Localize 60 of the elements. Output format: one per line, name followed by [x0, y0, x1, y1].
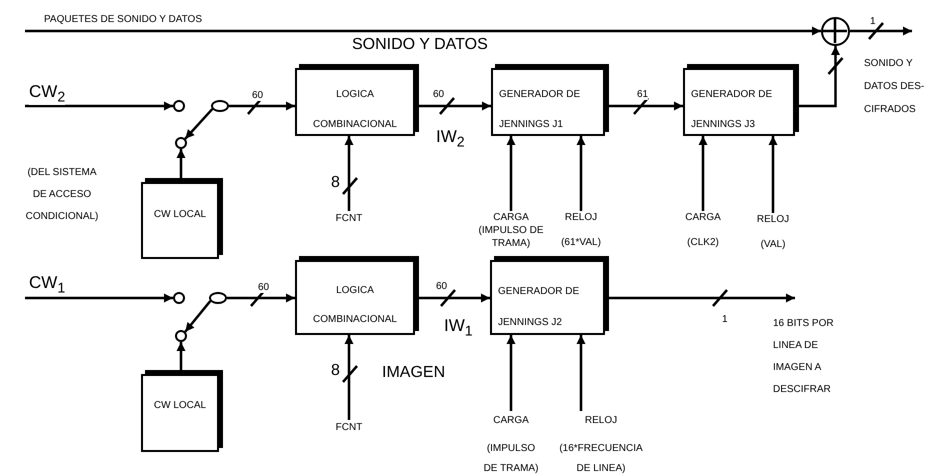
arrow: [229, 102, 295, 110]
switch-contact: [175, 137, 187, 149]
arrow: [25, 294, 173, 302]
xor-symbol: [821, 17, 850, 46]
signal-label: CARGA: [492, 211, 530, 224]
signal-label: (IMPULSO DE TRAMA): [482, 442, 540, 475]
edge-label: 1: [722, 314, 728, 325]
block-label: LOGICA COMBINACIONAL: [312, 284, 398, 327]
signal-label: CARGA: [492, 414, 530, 428]
arrow: [576, 335, 586, 411]
arrow: [698, 136, 708, 211]
signal-label: RELOJ: [584, 414, 618, 428]
switch-contact: [209, 292, 227, 304]
block-label: LOGICA COMBINACIONAL: [312, 88, 398, 132]
signal-label: (61*VAL): [560, 236, 602, 249]
arrow: [184, 108, 214, 140]
arrow: [344, 136, 354, 211]
annotation-text: (DEL SISTEMA DE ACCESO CONDICIONAL): [24, 166, 100, 224]
edge-label: 61: [637, 89, 648, 100]
signal-label: (IMPULSO DE TRAMA): [477, 224, 544, 250]
block-label: GENERADOR DE JENNINGS J2: [497, 285, 580, 330]
arrow: [850, 26, 912, 36]
arrow: [25, 102, 173, 110]
annotation-text: SONIDO Y DATOS: [352, 36, 488, 54]
block-label: GENERADOR DE JENNINGS J3: [690, 88, 774, 132]
signal-label: RELOJ: [756, 213, 790, 226]
block-label: GENERADOR DE JENNINGS J1: [498, 88, 582, 132]
edge-label: 1: [870, 16, 876, 27]
switch-contact: [173, 292, 185, 304]
arrow: [768, 136, 778, 213]
edge-label: 60: [252, 90, 264, 101]
switch-contact: [175, 330, 187, 342]
edge-label: CW$_{2}$: [29, 82, 66, 106]
annotation-text: 16 BITS POR LINEA DE IMAGEN A DESCIFRAR: [773, 317, 835, 397]
signal-label: FCNT: [334, 212, 364, 226]
block-label: CW LOCAL: [152, 399, 208, 413]
annotation-text: SONIDO Y DATOS DES- CIFRADOS: [864, 57, 926, 117]
arrow: [506, 136, 516, 211]
switch-contact: [173, 100, 185, 112]
signal-label: RELOJ: [564, 211, 598, 224]
signal-label: (VAL): [760, 238, 786, 251]
signal-label: (16*FRECUENCIA DE LINEA): [558, 442, 644, 475]
switch-contact: [211, 100, 229, 112]
signal-label: CARGA: [684, 211, 722, 224]
annotation-text: IW$_{1}$: [444, 316, 473, 340]
arrow: [25, 26, 821, 36]
arrow: [576, 136, 586, 211]
edge-label: 60: [436, 281, 448, 292]
block-label: CW LOCAL: [152, 208, 208, 222]
signal-label: FCNT: [334, 421, 364, 435]
edge-label: 60: [258, 282, 270, 293]
arrow: [184, 300, 212, 333]
arrow: [506, 335, 516, 411]
annotation-text: IW$_{2}$: [436, 127, 465, 150]
arrow: [344, 335, 354, 420]
annotation-text: IMAGEN: [382, 364, 446, 382]
signal-label: (CLK2): [686, 236, 720, 249]
arrow: [227, 294, 295, 302]
edge-label: 60: [433, 89, 444, 100]
edge-label: PAQUETES DE SONIDO Y DATOS: [44, 14, 202, 25]
